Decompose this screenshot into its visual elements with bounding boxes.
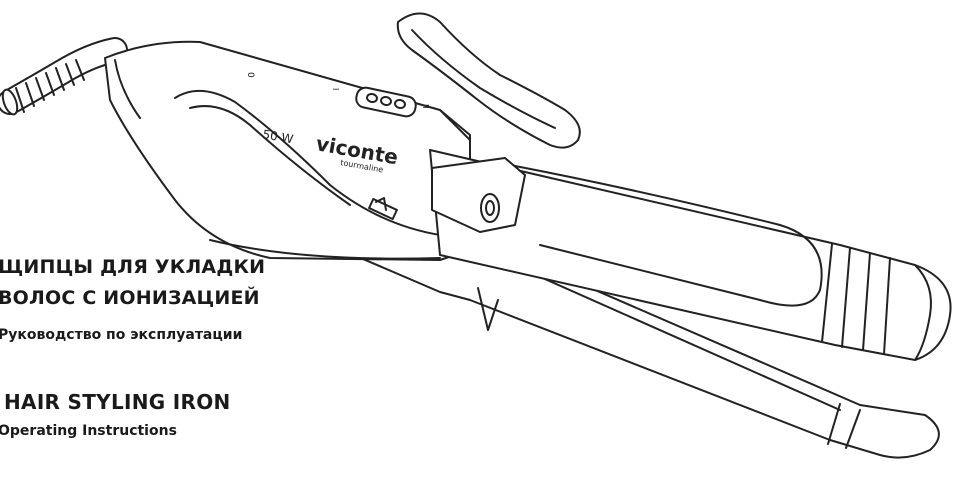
- lock-switch: [368, 197, 398, 221]
- switch-label-low: I: [331, 88, 340, 90]
- lever-clamp: [396, 12, 581, 149]
- power-cord: [0, 37, 128, 116]
- heated-barrel: [429, 149, 952, 361]
- title-ru-line1: ЩИПЦЫ ДЛЯ УКЛАДКИ: [0, 256, 266, 278]
- instructions-ru: Руководство по эксплуатации: [0, 327, 243, 343]
- instructions-en: Operating Instructions: [0, 423, 177, 439]
- title-ru-line2: ВОЛОС С ИОНИЗАЦИЕЙ: [0, 287, 260, 309]
- handle-body: [104, 40, 471, 261]
- pivot-hinge: [431, 157, 526, 233]
- power-rating-label: 50 W: [261, 127, 294, 146]
- switch-label-off: 0: [245, 72, 255, 78]
- temperature-switch: [355, 86, 417, 118]
- title-en: HAIR STYLING IRON: [4, 390, 231, 414]
- switch-label-high: II: [421, 104, 430, 109]
